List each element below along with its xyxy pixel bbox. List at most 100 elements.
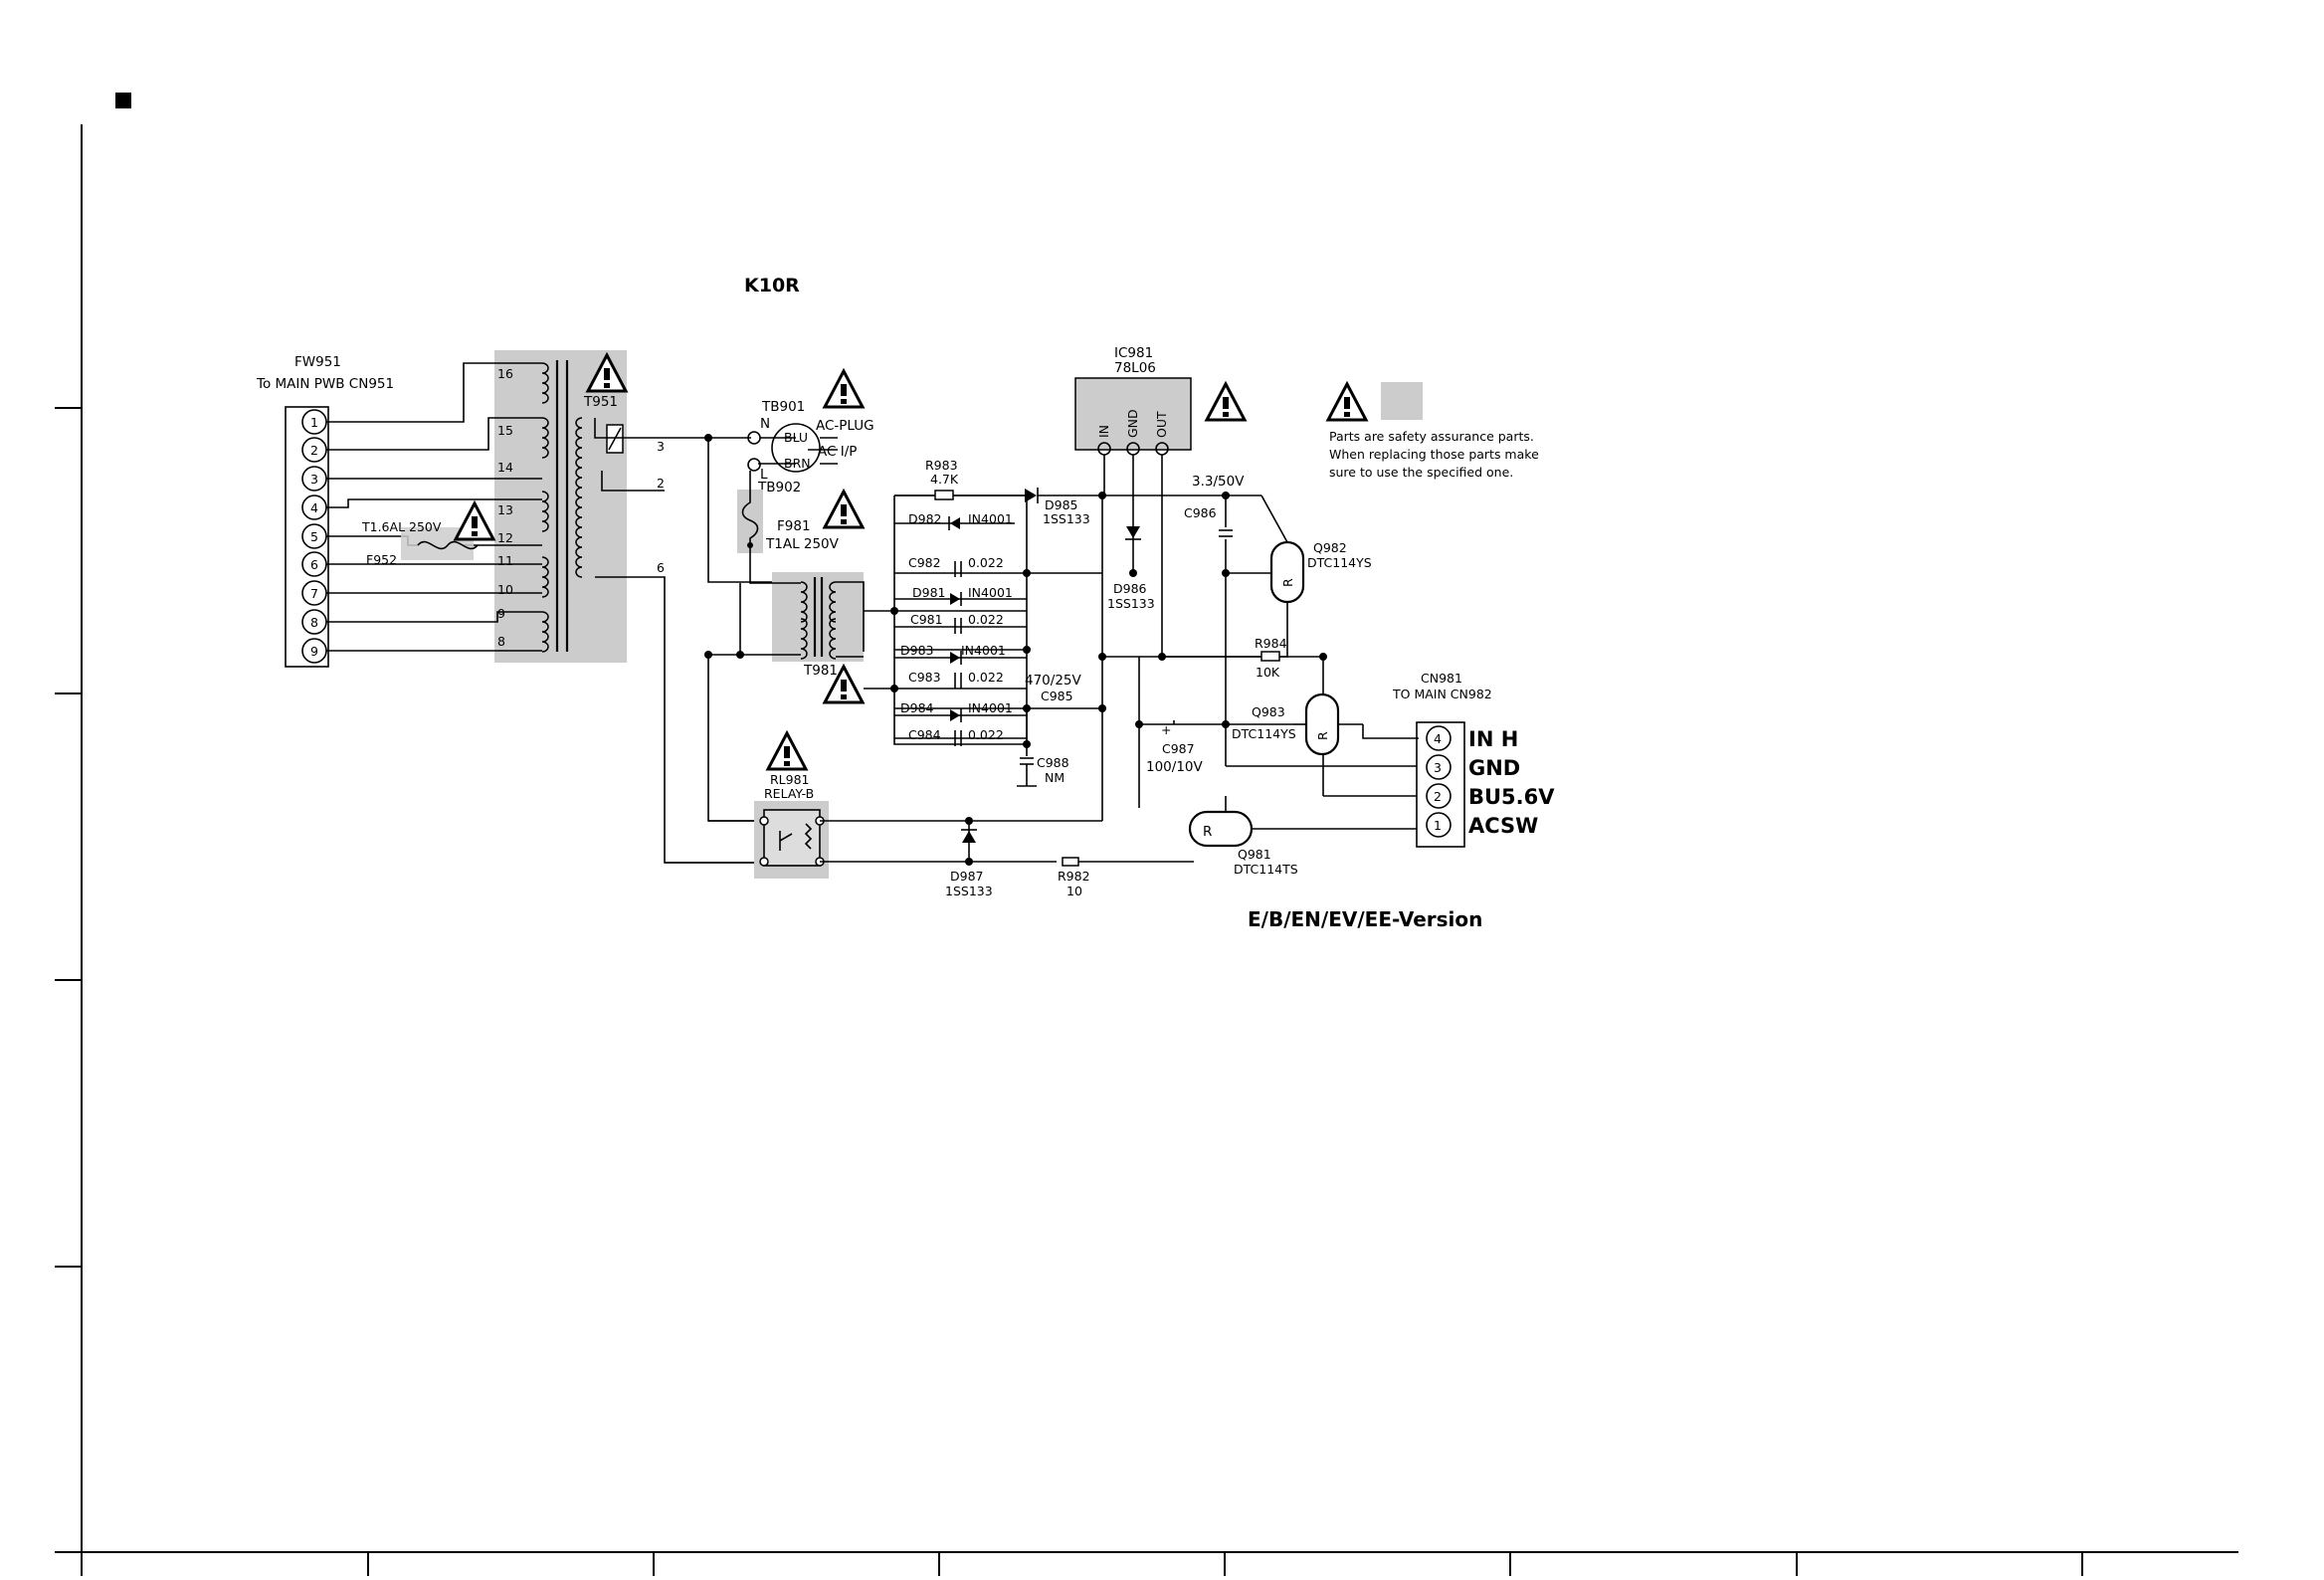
primary-wiring: T1.6AL 250V F952 bbox=[326, 362, 542, 652]
c981-ref: C981 bbox=[910, 612, 943, 627]
d986-ref: D986 bbox=[1113, 581, 1147, 596]
d983-ref: D983 bbox=[900, 643, 933, 658]
r983-value: 4.7K bbox=[930, 472, 959, 487]
q983-part: DTC114YS bbox=[1232, 726, 1296, 741]
warning-icon bbox=[454, 501, 495, 541]
fw951-ref: FW951 bbox=[294, 354, 341, 370]
corner-marker bbox=[115, 93, 131, 108]
c982-value: 0.022 bbox=[968, 555, 1004, 570]
legend-line-1: Parts are safety assurance parts. bbox=[1329, 429, 1534, 444]
t951-pin-2: 2 bbox=[657, 476, 665, 491]
fw951-pin-3: 3 bbox=[310, 472, 318, 487]
tb902-l: L bbox=[760, 467, 768, 483]
filter-capacitors: 470/25V C985 C988 NM bbox=[1017, 673, 1081, 787]
cn981-pin-name-inh: IN H bbox=[1468, 727, 1518, 751]
cn981-pin-name-gnd: GND bbox=[1468, 756, 1520, 780]
t951-pin-10: 10 bbox=[497, 582, 513, 597]
c987-plus: + bbox=[1161, 722, 1171, 737]
diagram-title: K10R bbox=[744, 275, 800, 296]
t951-pin-14: 14 bbox=[497, 460, 513, 475]
legend-line-2: When replacing those parts make bbox=[1329, 447, 1539, 462]
ic981-part: 78L06 bbox=[1114, 360, 1156, 376]
t951-pin-9: 9 bbox=[497, 606, 505, 621]
rl981-ref: RL981 bbox=[770, 772, 810, 787]
d985-ref: D985 bbox=[1045, 497, 1077, 512]
d983-part: IN4001 bbox=[961, 643, 1006, 658]
q981-ref: Q981 bbox=[1238, 847, 1271, 862]
q981-part: DTC114TS bbox=[1234, 862, 1298, 877]
cn981-pin-name-acsw: ACSW bbox=[1468, 814, 1538, 838]
t951-pin-16: 16 bbox=[497, 366, 513, 381]
rectifier-bridge: D982 IN4001 C982 0.022 D981 IN4001 C981 … bbox=[864, 494, 1102, 748]
q983-ref: Q983 bbox=[1252, 704, 1285, 719]
f952-rating: T1.6AL 250V bbox=[361, 519, 442, 534]
r982-value: 10 bbox=[1066, 884, 1082, 898]
q981-symbol: R bbox=[1203, 824, 1212, 840]
warning-icon bbox=[823, 490, 865, 529]
c982-ref: C982 bbox=[908, 555, 941, 570]
r982-ref: R982 bbox=[1058, 869, 1090, 884]
q983-section: R984 10K R Q983 DTC114YS + C987 100/10V bbox=[1135, 636, 1419, 808]
r984-ref: R984 bbox=[1255, 636, 1287, 651]
ic981-regulator: IC981 78L06 IN GND OUT D986 1SS133 bbox=[1074, 345, 1247, 657]
warning-icon bbox=[823, 369, 865, 409]
t951-pin-11: 11 bbox=[497, 553, 513, 568]
tb901-ref: TB901 bbox=[761, 399, 805, 415]
q983-symbol: R bbox=[1315, 731, 1330, 740]
d987-part: 1SS133 bbox=[945, 884, 993, 898]
c985-ref: C985 bbox=[1041, 689, 1073, 703]
t951-ref: T951 bbox=[583, 394, 618, 410]
t951-transformer: T951 16 15 14 13 12 11 10 9 8 3 2 6 bbox=[494, 350, 665, 663]
c986-ref: C986 bbox=[1184, 505, 1217, 520]
c985-value: 470/25V bbox=[1025, 673, 1081, 689]
c983-ref: C983 bbox=[908, 670, 941, 685]
t951-pin-8: 8 bbox=[497, 634, 505, 649]
warning-icon bbox=[1205, 382, 1247, 422]
regulator-input: R983 4.7K D985 1SS133 bbox=[894, 458, 1261, 744]
page-frame bbox=[55, 93, 2238, 1576]
tb901-n: N bbox=[760, 416, 770, 432]
ic981-pin-out: OUT bbox=[1154, 411, 1169, 438]
d984-ref: D984 bbox=[900, 700, 934, 715]
legend-line-3: sure to use the specified one. bbox=[1329, 465, 1513, 480]
c988-value: NM bbox=[1045, 770, 1065, 785]
c983-value: 0.022 bbox=[968, 670, 1004, 685]
fw951-pin-8: 8 bbox=[310, 615, 318, 630]
d981-part: IN4001 bbox=[968, 585, 1013, 600]
tb901-label-acplug: AC-PLUG bbox=[816, 418, 874, 434]
d981-ref: D981 bbox=[912, 585, 945, 600]
warning-icon bbox=[766, 731, 808, 771]
c984-ref: C984 bbox=[908, 727, 941, 742]
d982-ref: D982 bbox=[908, 511, 941, 526]
ic981-ref: IC981 bbox=[1114, 345, 1153, 361]
c987-ref: C987 bbox=[1162, 741, 1195, 756]
r984-value: 10K bbox=[1256, 665, 1280, 680]
fw951-pin-2: 2 bbox=[310, 443, 318, 458]
cn981-connector: CN981 TO MAIN CN982 4 3 2 1 IN H GND BU5… bbox=[1392, 671, 1555, 848]
d987-ref: D987 bbox=[950, 869, 983, 884]
c986-value: 3.3/50V bbox=[1192, 474, 1245, 490]
c984-value: 0.022 bbox=[968, 727, 1004, 742]
fw951-pin-4: 4 bbox=[310, 500, 318, 515]
cn981-pin-name-bu56v: BU5.6V bbox=[1468, 785, 1555, 809]
t981-ref: T981 bbox=[803, 663, 838, 679]
ic981-pin-in: IN bbox=[1096, 425, 1111, 438]
cn981-desc: TO MAIN CN982 bbox=[1392, 687, 1492, 701]
fw951-pin-6: 6 bbox=[310, 557, 318, 572]
q982-ref: Q982 bbox=[1313, 540, 1347, 555]
cn981-pin-2: 2 bbox=[1434, 789, 1442, 804]
f981-ref: F981 bbox=[777, 518, 811, 534]
fw951-pin-5: 5 bbox=[310, 529, 318, 544]
r983-ref: R983 bbox=[925, 458, 958, 473]
fw951-desc: To MAIN PWB CN951 bbox=[256, 376, 394, 392]
fw951-pin-9: 9 bbox=[310, 644, 318, 659]
ac-input-terminal: TB901 N BLU BRN AC-PLUG AC I/P L TB902 F… bbox=[737, 369, 874, 584]
version-label: E/B/EN/EV/EE-Version bbox=[1248, 907, 1482, 931]
cn981-pin-1: 1 bbox=[1434, 818, 1442, 833]
warning-icon bbox=[1326, 382, 1368, 422]
safety-legend: Parts are safety assurance parts. When r… bbox=[1326, 382, 1539, 480]
cn981-ref: CN981 bbox=[1421, 671, 1462, 686]
d986-part: 1SS133 bbox=[1107, 596, 1155, 611]
ic981-pin-gnd: GND bbox=[1125, 409, 1140, 438]
